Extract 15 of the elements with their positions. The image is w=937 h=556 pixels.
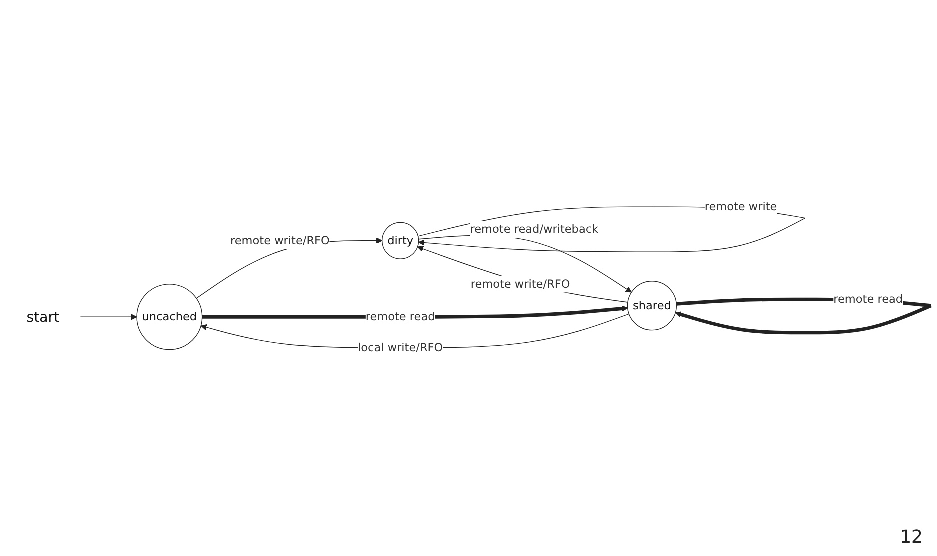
arrow bbox=[417, 246, 628, 304]
page-number: 12 bbox=[900, 527, 923, 548]
node-circle: shared bbox=[627, 281, 678, 332]
edge-label: remote write bbox=[704, 200, 778, 214]
node-circle: uncached bbox=[136, 284, 203, 351]
arrow bbox=[80, 314, 138, 321]
edge-label: remote read bbox=[366, 310, 436, 324]
edge-label: local write/RFO bbox=[358, 341, 444, 355]
arrow bbox=[418, 236, 632, 294]
edge-label: remote write/RFO bbox=[470, 278, 570, 292]
node-circle: dirty bbox=[382, 222, 420, 260]
edge-label: remote read bbox=[834, 292, 904, 306]
node-text: start bbox=[26, 309, 60, 326]
edge-label: remote write/RFO bbox=[230, 234, 330, 248]
edge-label: remote read/writeback bbox=[470, 223, 599, 236]
